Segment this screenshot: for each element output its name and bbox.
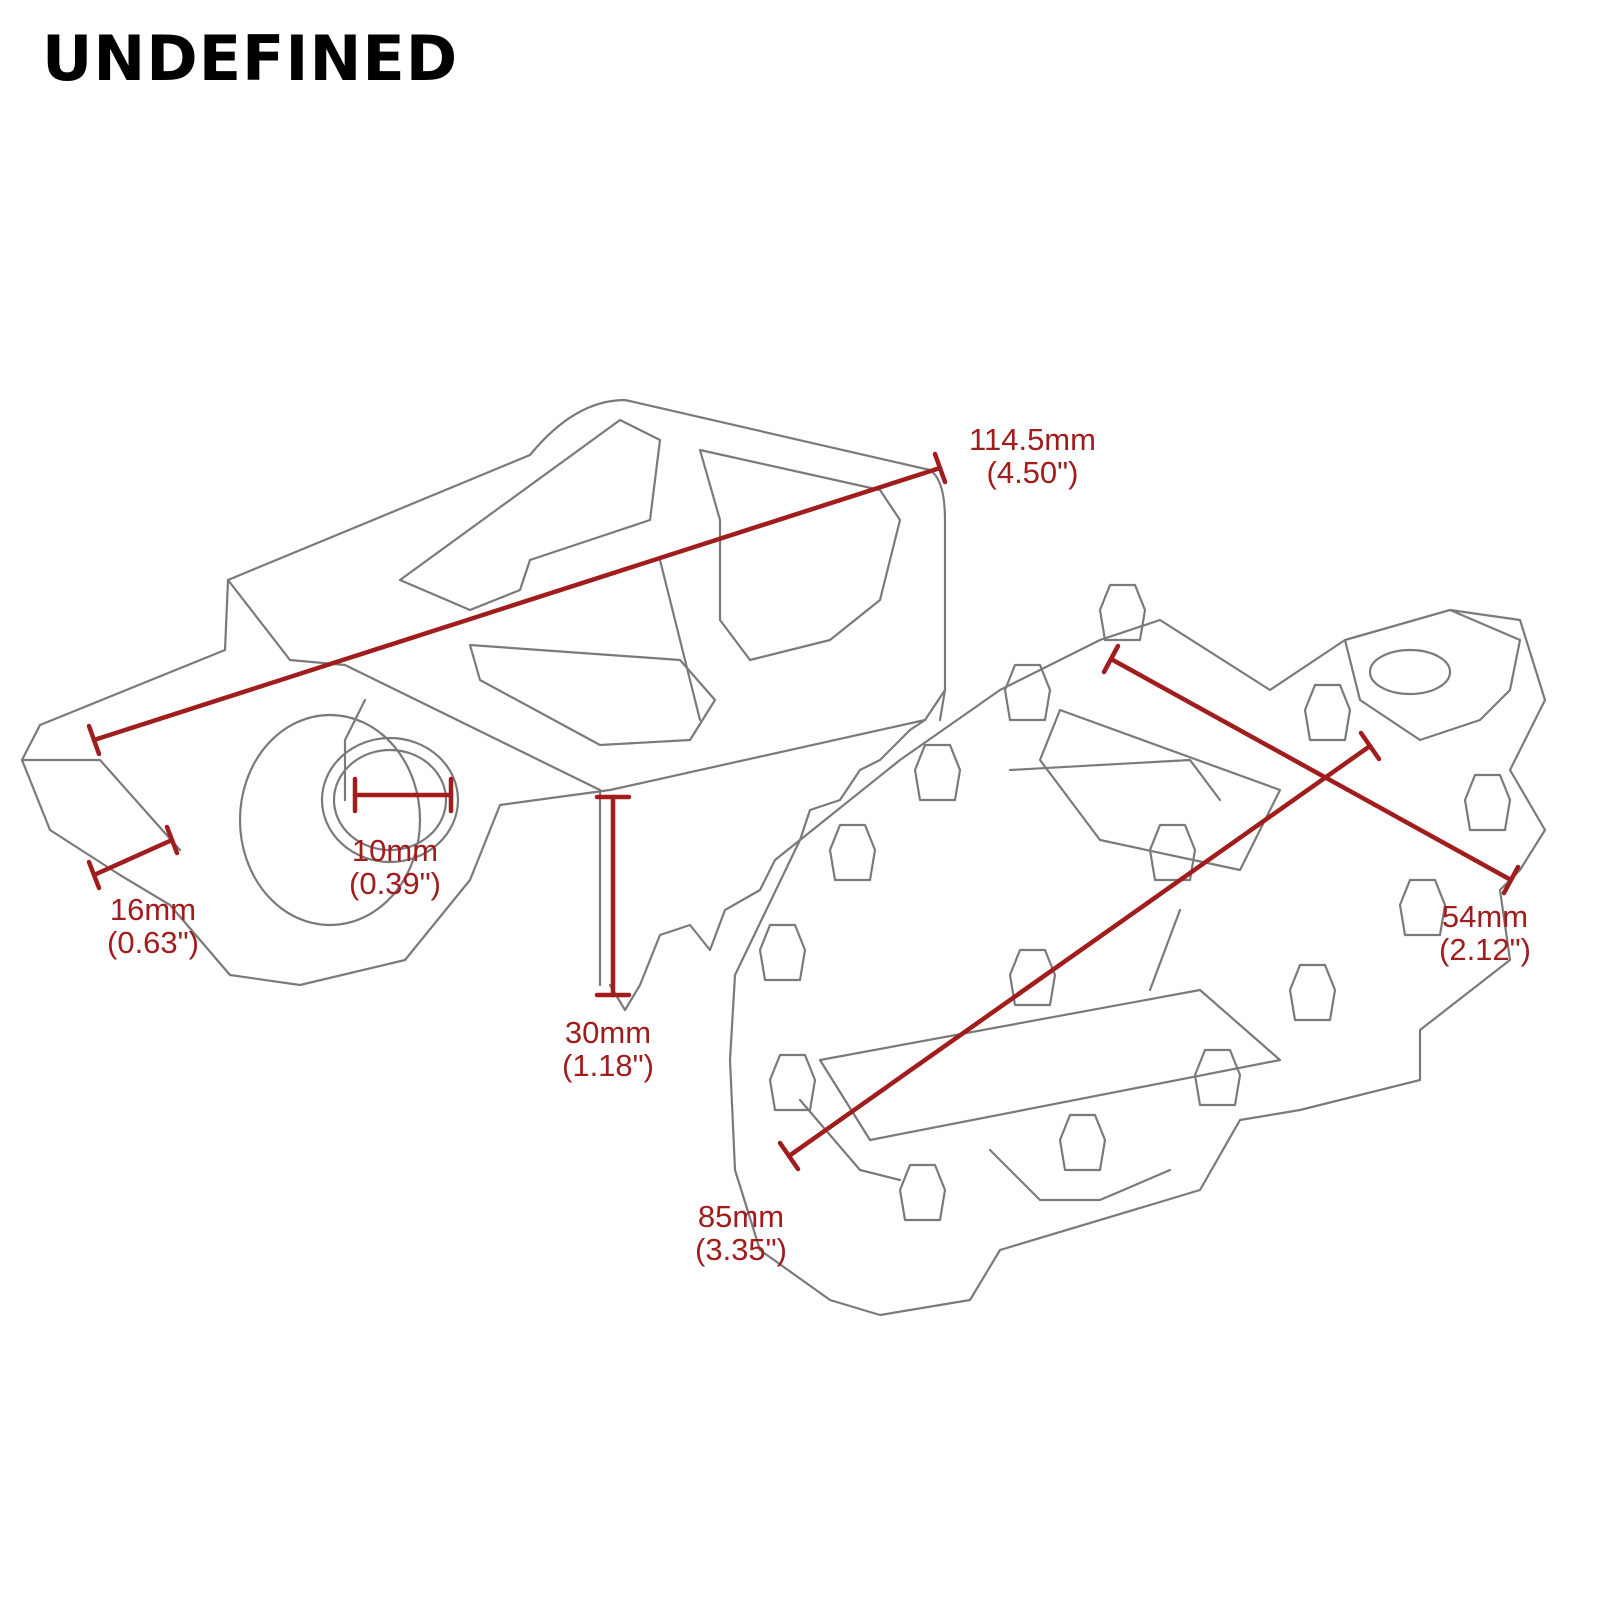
dimension-boss-width: 16mm (0.63") — [88, 893, 218, 959]
dimension-overall-length-imperial: (4.50") — [986, 455, 1079, 490]
right-footpeg — [728, 583, 1547, 1317]
dimension-bore-diameter-metric: 10mm — [351, 833, 439, 868]
dimension-bore-diameter-imperial: (0.39") — [349, 866, 441, 901]
dimension-height-metric: 30mm — [564, 1015, 652, 1050]
dimension-platform-width: 54mm (2.12") — [1420, 900, 1550, 966]
dimension-platform-length-imperial: (3.35") — [695, 1232, 787, 1267]
dimension-lines — [86, 451, 1521, 1172]
dim-line-overall-length — [91, 465, 943, 743]
left-footpeg — [20, 398, 947, 1012]
dim-line-boss-width — [91, 837, 175, 878]
dim-line-platform-width — [1108, 656, 1514, 883]
dimension-overall-length-metric: 114.5mm — [969, 422, 1096, 457]
dimension-height: 30mm (1.18") — [543, 1016, 673, 1082]
dimension-boss-width-imperial: (0.63") — [107, 925, 199, 960]
dimension-platform-width-metric: 54mm — [1441, 899, 1529, 934]
dimension-platform-length-metric: 85mm — [697, 1199, 785, 1234]
dimension-overall-length: 114.5mm (4.50") — [945, 423, 1120, 489]
brand-logo: UNDEFINED — [42, 22, 459, 95]
dimension-boss-width-metric: 16mm — [109, 892, 197, 927]
dimension-height-imperial: (1.18") — [562, 1048, 654, 1083]
spike-row — [758, 583, 1512, 1222]
dimension-platform-width-imperial: (2.12") — [1439, 932, 1531, 967]
dim-line-platform-length — [786, 743, 1373, 1159]
dimension-platform-length: 85mm (3.35") — [676, 1200, 806, 1266]
dimension-bore-diameter: 10mm (0.39") — [330, 834, 460, 900]
